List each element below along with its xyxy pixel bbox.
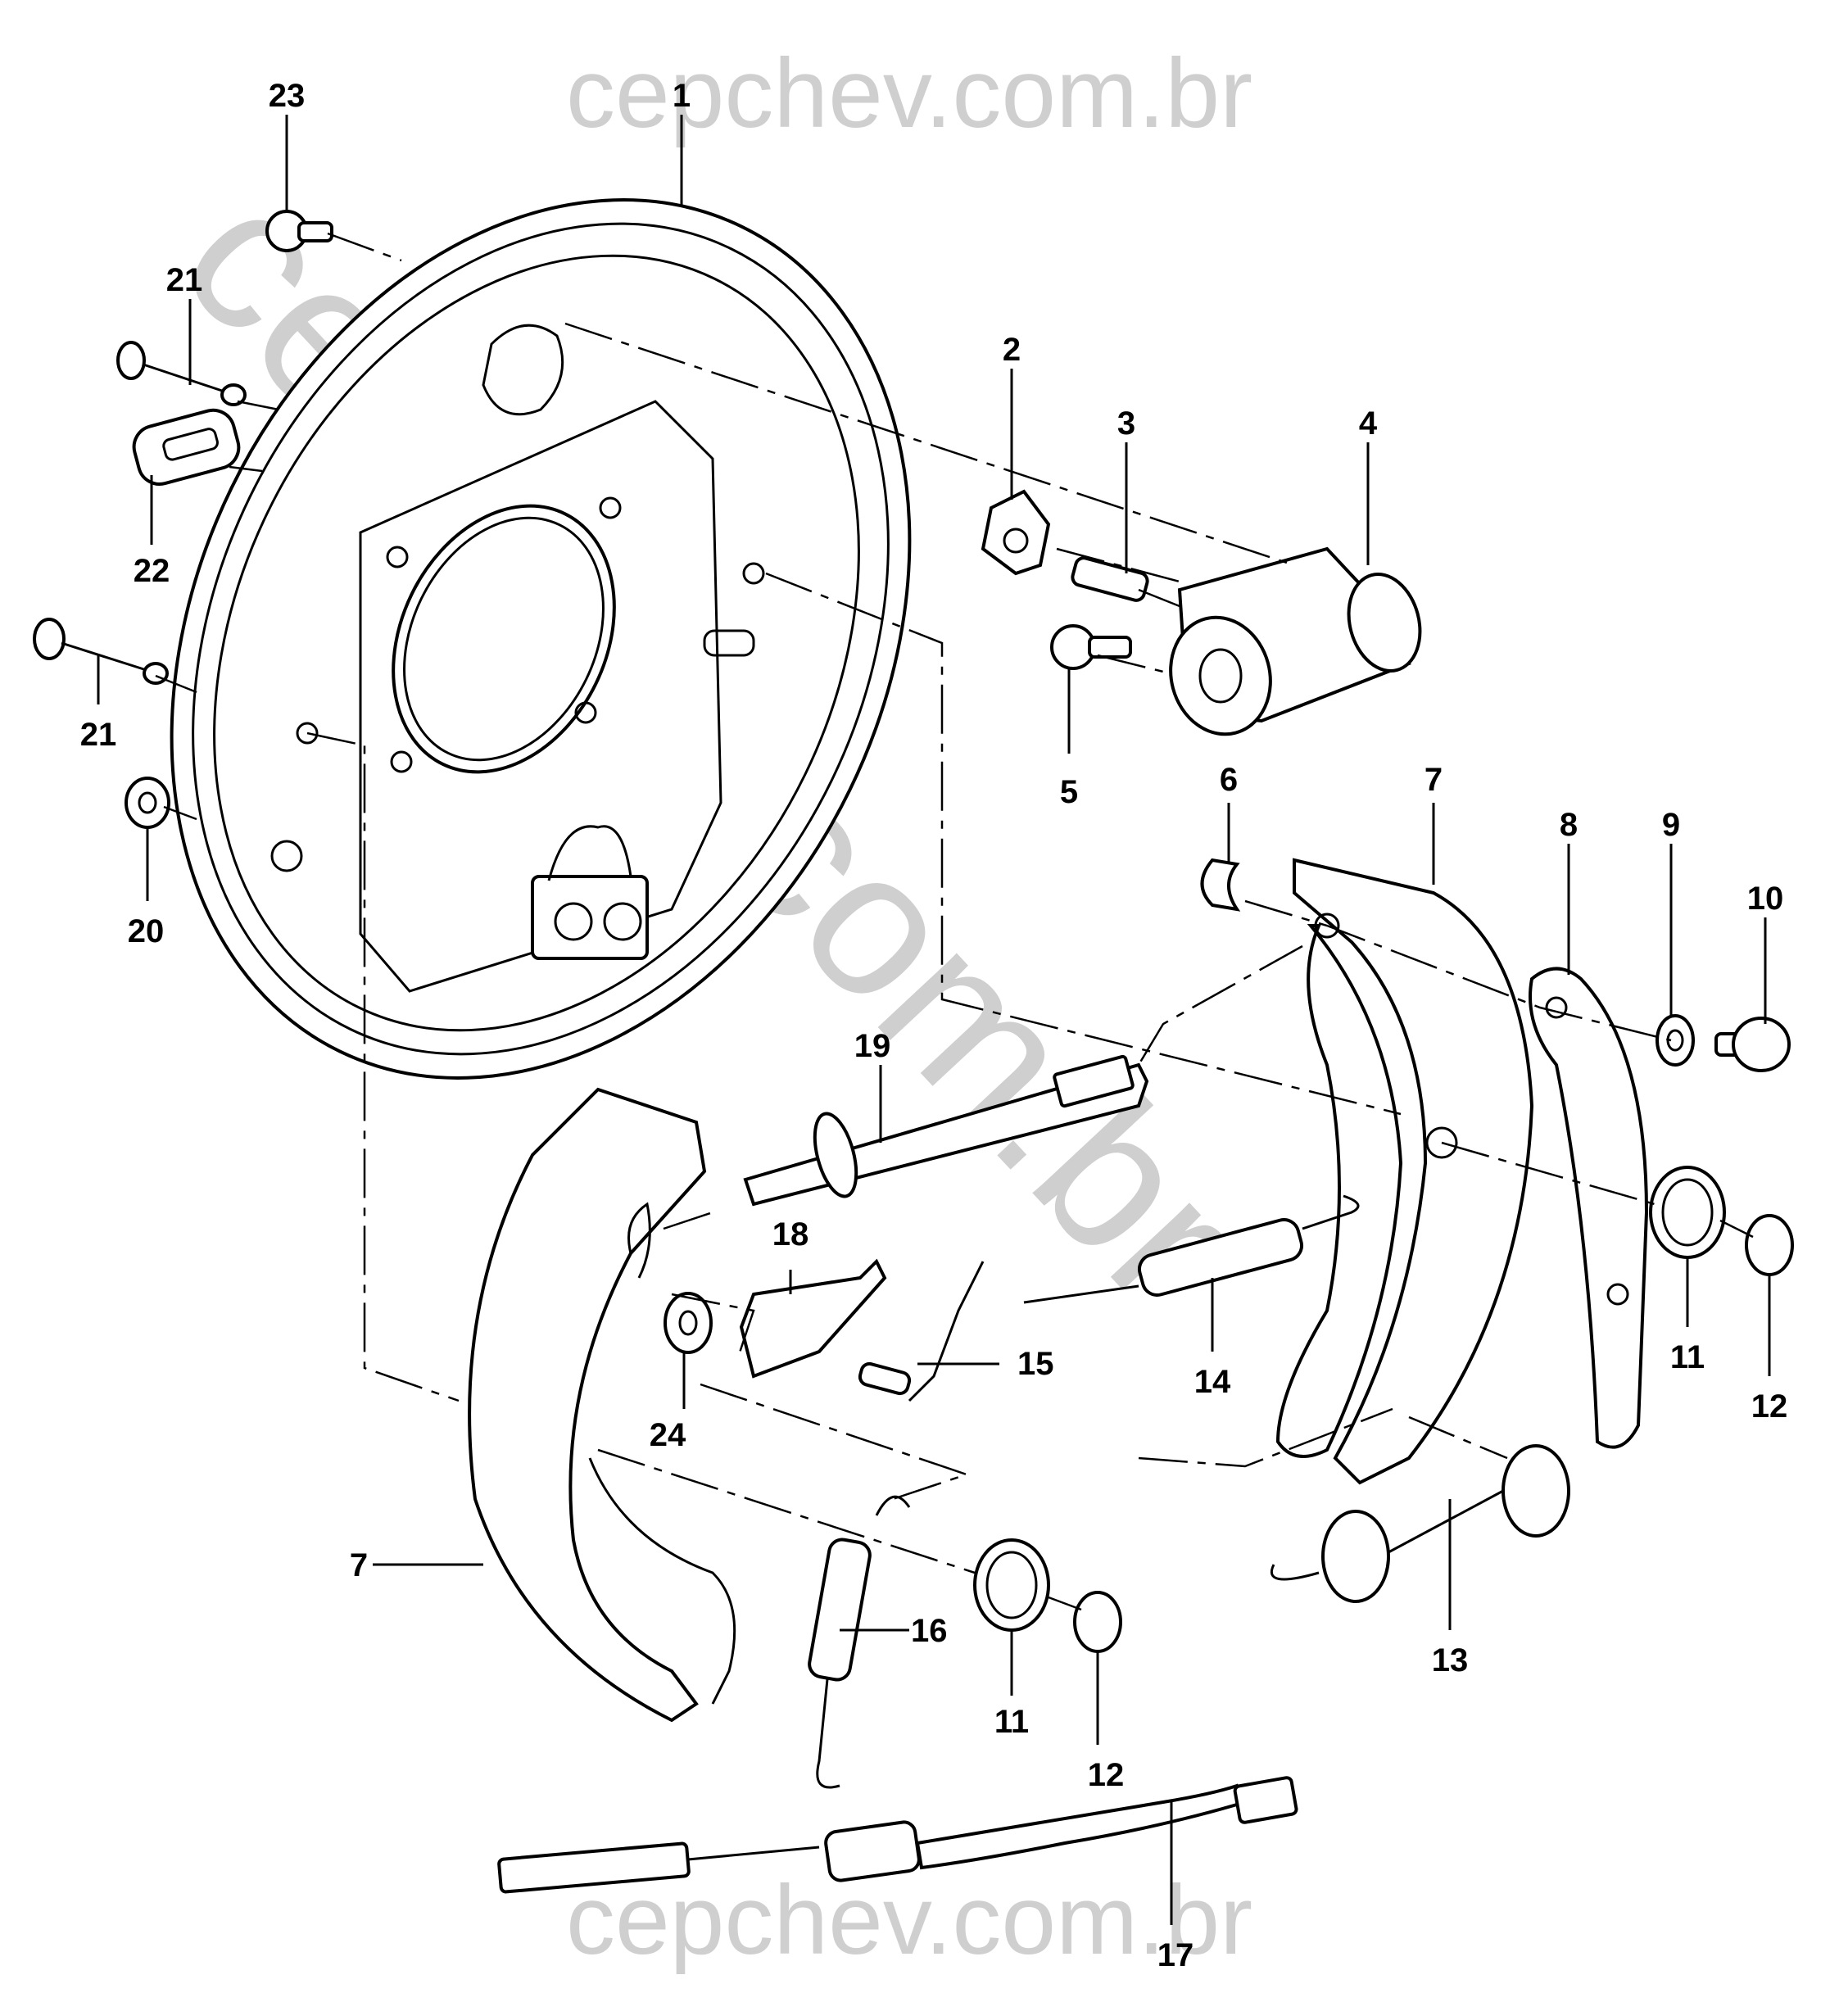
- adjuster-lever-18: [739, 1258, 887, 1379]
- callout-17: 17: [1157, 1937, 1194, 1973]
- washer-24: [664, 1292, 713, 1354]
- callout-24: 24: [650, 1417, 686, 1453]
- spring-14: [1023, 1194, 1360, 1304]
- parking-lever: [1529, 967, 1649, 1449]
- watermark-bottom: cepchev.com.br: [566, 1865, 1252, 1975]
- grommet-22: [132, 408, 241, 486]
- callout-13: 13: [1432, 1642, 1469, 1678]
- mounting-clip: [981, 489, 1051, 576]
- callout-2: 2: [1003, 332, 1021, 368]
- callout-23: 23: [269, 78, 306, 114]
- callout-12-right: 12: [1751, 1388, 1788, 1424]
- brake-shoe-right: [1275, 858, 1534, 1485]
- spring-15: [858, 1261, 985, 1402]
- brake-shoe-left: [468, 1087, 736, 1723]
- callout-11-right: 11: [1670, 1339, 1705, 1375]
- callout-5: 5: [1060, 774, 1078, 810]
- callout-labels: 1 2 3 4 5 6 7 8 9 10 11 12 13 14 15 16 1…: [80, 78, 1788, 1973]
- washer-9: [1656, 1014, 1695, 1067]
- spring-11-right: [1649, 1166, 1726, 1259]
- callout-3: 3: [1117, 405, 1135, 442]
- spring-13: [1270, 1444, 1570, 1603]
- bolt-5: [1050, 624, 1132, 670]
- callout-10: 10: [1747, 881, 1784, 917]
- pin-10: [1714, 1017, 1791, 1072]
- callout-1: 1: [673, 78, 691, 114]
- callout-11-lower: 11: [994, 1704, 1029, 1740]
- callout-4: 4: [1359, 405, 1378, 442]
- rivet-21-upper: [116, 341, 247, 406]
- callout-12-lower: 12: [1088, 1757, 1125, 1793]
- callout-15: 15: [1017, 1346, 1054, 1382]
- retainer-clip-6: [1200, 858, 1241, 912]
- cap-12-lower: [1073, 1591, 1122, 1653]
- cap-12-right: [1745, 1214, 1794, 1276]
- callout-7-right: 7: [1424, 762, 1443, 798]
- callout-22: 22: [134, 553, 170, 589]
- bleeder-valve: [1071, 556, 1149, 602]
- callout-8: 8: [1560, 807, 1578, 843]
- callout-20: 20: [128, 913, 165, 949]
- callout-18: 18: [772, 1216, 809, 1252]
- callout-9: 9: [1662, 807, 1680, 843]
- bolt-23: [265, 210, 333, 252]
- callout-21-lower: 21: [80, 717, 117, 753]
- callout-21-upper: 21: [166, 262, 203, 298]
- spring-16: [808, 1495, 911, 1789]
- bushing-20: [125, 777, 170, 829]
- callout-16: 16: [911, 1613, 948, 1649]
- spring-11-lower: [973, 1538, 1050, 1632]
- callout-14: 14: [1194, 1364, 1231, 1400]
- adjuster-19: [743, 1054, 1149, 1207]
- watermark-top: cepchev.com.br: [566, 38, 1252, 148]
- parking-cable-17: [497, 1776, 1298, 1894]
- leader-lines: [97, 115, 1771, 1925]
- callout-19: 19: [854, 1028, 891, 1064]
- callout-7-left: 7: [350, 1547, 368, 1583]
- assembly-lines: [155, 232, 1754, 1611]
- wheel-cylinder: [1169, 546, 1422, 736]
- backing-plate: [170, 198, 912, 1080]
- callout-6: 6: [1220, 762, 1238, 798]
- rivet-21-lower: [33, 618, 169, 685]
